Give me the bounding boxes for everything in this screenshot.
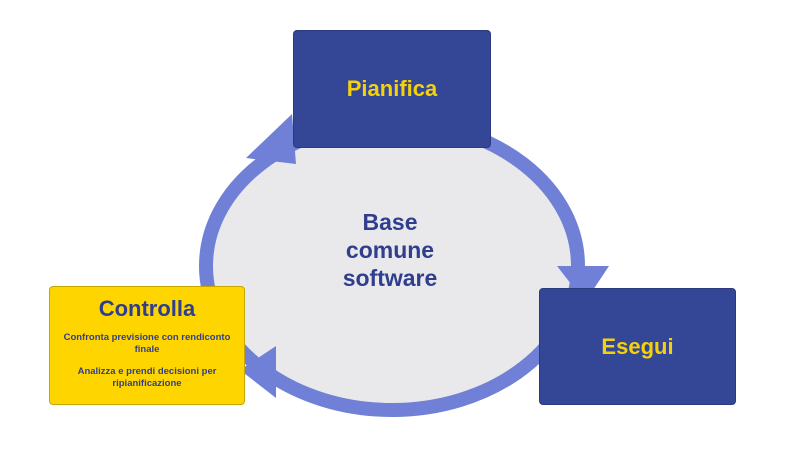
step-controlla: Controlla Confronta previsione con rendi… [49, 286, 245, 405]
center-label-line-1: Base [362, 209, 418, 235]
arrowhead-to-pianifica [246, 114, 296, 164]
step-controlla-line-1: Confronta previsione con rendiconto fina… [63, 332, 231, 355]
arrowhead-to-controlla [240, 346, 276, 398]
step-esegui-title: Esegui [601, 333, 674, 359]
center-label: Base comune software [300, 208, 480, 292]
center-label-line-2: comune [345, 237, 435, 263]
step-controlla-title: Controlla [98, 296, 196, 321]
center-label-line-3: software [342, 265, 438, 291]
step-pianifica-title: Pianifica [346, 76, 438, 101]
step-esegui: Esegui [539, 288, 736, 405]
step-controlla-line-2: Analizza e prendi decisioni per ripianif… [77, 366, 217, 389]
arrowhead-to-esegui [557, 266, 609, 302]
step-pianifica: Pianifica [293, 30, 491, 148]
